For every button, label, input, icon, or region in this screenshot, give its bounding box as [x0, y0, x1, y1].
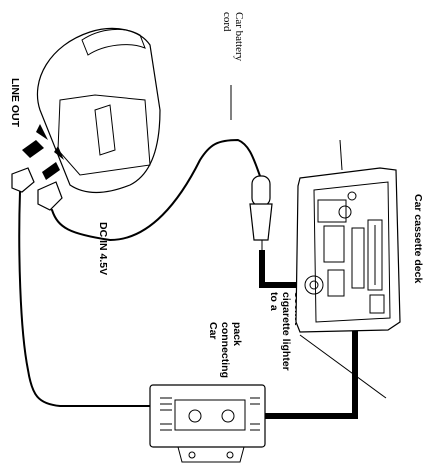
- label-line-out: LINE OUT: [9, 78, 21, 128]
- label-dc-in: DC IN 4.5V: [97, 222, 109, 275]
- line-out-arrow: [22, 124, 48, 158]
- label-car-connecting-pack: Car connecting pack: [207, 322, 243, 378]
- svg-text:Car cassette deck: Car cassette deck: [412, 194, 424, 283]
- cd-player: [36, 27, 161, 194]
- car-battery-plug: [249, 175, 273, 250]
- svg-text:Car battery: Car battery: [233, 12, 245, 62]
- svg-text:LINE OUT: LINE OUT: [9, 78, 21, 128]
- socket-connection-line: [259, 250, 305, 288]
- dc-in-plug: [37, 181, 63, 211]
- svg-text:DC IN 4.5V: DC IN 4.5V: [97, 222, 109, 275]
- svg-text:Car: Car: [207, 322, 219, 340]
- car-cassette-deck: [295, 139, 401, 399]
- svg-text:to a: to a: [268, 292, 280, 311]
- label-car-cassette-deck: Car cassette deck: [412, 194, 424, 283]
- line-out-cable: [18, 191, 171, 407]
- svg-text:connecting: connecting: [219, 322, 231, 378]
- svg-text:cigarette lighter: cigarette lighter: [280, 292, 292, 371]
- cassette-adapter: [149, 384, 266, 463]
- svg-text:cord: cord: [221, 12, 233, 32]
- label-car-battery-cord: Car battery cord: [221, 12, 245, 62]
- line-out-plug: [11, 167, 35, 193]
- svg-text:pack: pack: [231, 322, 243, 346]
- dc-cable: [51, 139, 261, 241]
- dc-in-arrow: [42, 146, 64, 180]
